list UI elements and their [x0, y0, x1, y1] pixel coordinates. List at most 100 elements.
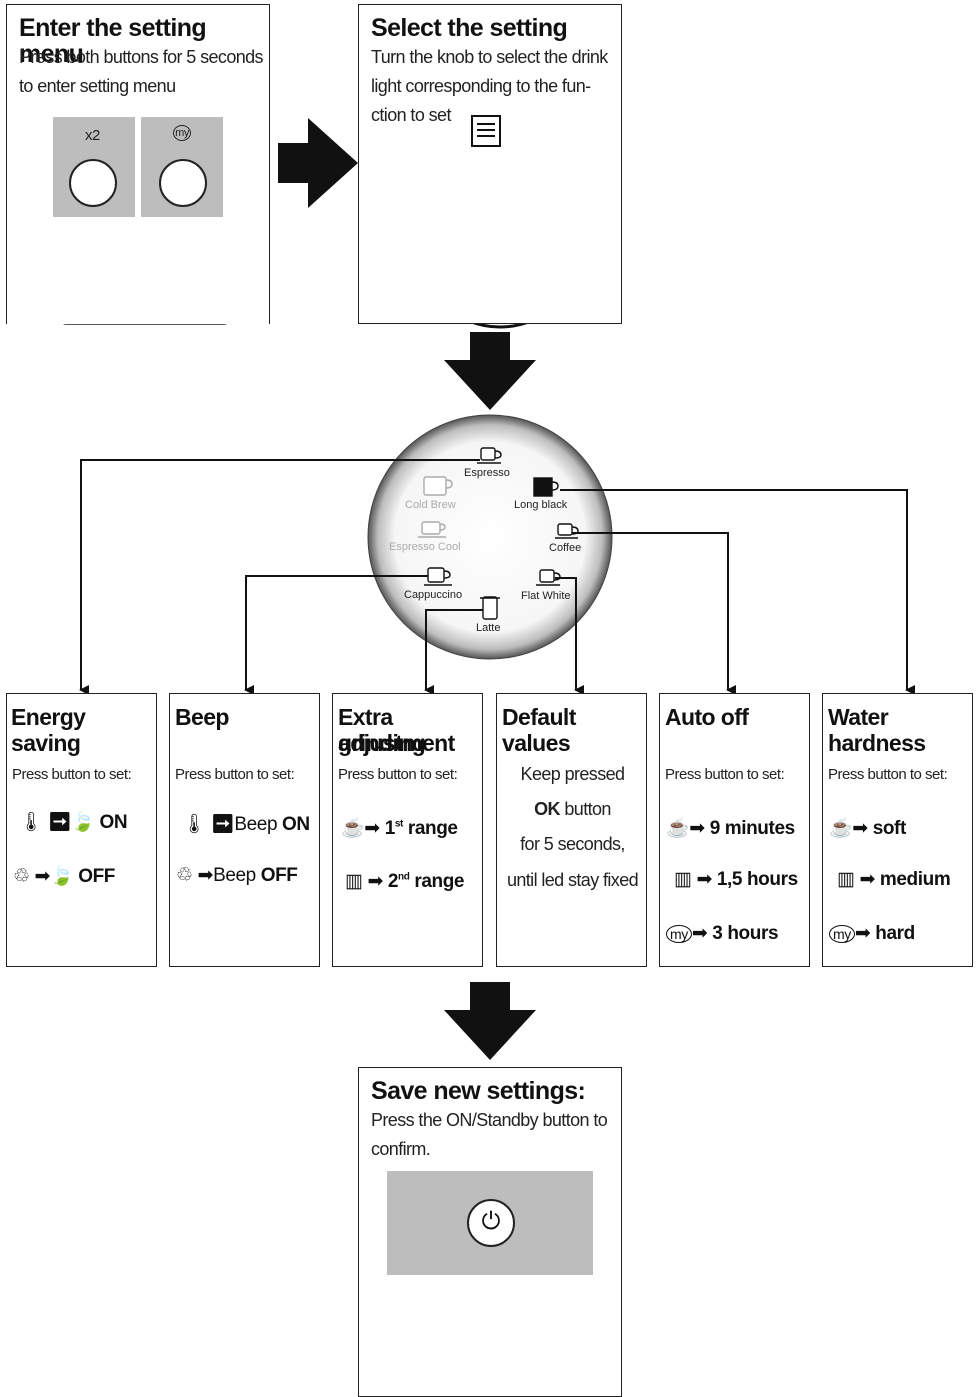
grind-icon: ▥ — [345, 871, 363, 892]
dial-cappuccino: Cappuccino — [404, 589, 463, 601]
button-left[interactable] — [69, 159, 117, 207]
defaults-l2: OK button — [534, 799, 611, 819]
energy-on-row: 🌡 ➡🍃 ON — [19, 810, 128, 834]
my-icon: my — [173, 125, 191, 141]
defaults-title: Default values — [502, 704, 576, 756]
autooff-v1: ☕➡ 9 minutes — [666, 818, 795, 839]
water-v2: ▥ ➡ medium — [837, 869, 951, 890]
leaf-dim-icon: 🍃 — [50, 866, 74, 887]
beep-off: OFF — [260, 865, 298, 886]
beep-off-row: ♲ ➡Beep OFF — [176, 865, 298, 886]
my-icon: my — [666, 925, 692, 943]
step-enter-menu: Enter the setting menu Press both button… — [6, 4, 270, 324]
energy-off: OFF — [78, 866, 116, 887]
autooff-v3: my➡ 3 hours — [666, 922, 779, 945]
beep-on: ON — [282, 814, 310, 835]
setting-auto-off: Auto off Press button to set: ☕➡ 9 minut… — [659, 693, 810, 967]
grind-icon: ▥ — [837, 869, 855, 890]
arrow-icon: ➡ — [854, 923, 871, 944]
arrow-icon: ➡ — [210, 814, 235, 835]
setting-default-values: Default values Keep pressed OK button fo… — [496, 693, 647, 967]
cup-icon: ☕ — [341, 818, 365, 839]
arrow-icon: ➡ — [696, 869, 712, 890]
save-line1: Press the ON/Standby button to — [371, 1110, 608, 1130]
arrow-down-1 — [444, 332, 536, 410]
my-icon: my — [829, 925, 855, 943]
arrow-icon: ➡ — [364, 818, 380, 839]
save-title: Save new settings: — [371, 1077, 586, 1105]
defaults-l3: for 5 seconds, — [520, 834, 625, 854]
grind-icon: ▥ — [674, 869, 692, 890]
setting-water-hardness: Water hardness Press button to set: ☕➡ s… — [822, 693, 973, 967]
dial-latte: Latte — [476, 622, 501, 634]
energy-off-row: ♲ ➡🍃 OFF — [13, 864, 115, 888]
step1-line1: Press both buttons for 5 seconds — [19, 47, 264, 67]
beep-on-row: 🌡 ➡Beep ON — [182, 814, 310, 835]
button-panel-right: my — [141, 117, 223, 217]
setting-energy-saving: Energy saving Press button to set: 🌡 ➡🍃 … — [6, 693, 157, 967]
cup-icon: ☕ — [829, 818, 853, 839]
thermometer-icon: 🌡 — [182, 814, 206, 835]
beep-press: Press button to set: — [175, 766, 295, 783]
defaults-l1: Keep pressed — [520, 764, 625, 784]
arrow-icon: ➡ — [689, 818, 705, 839]
arrow-right — [278, 118, 358, 208]
water-title: Water hardness — [828, 704, 926, 756]
descale-icon: ♲ — [13, 866, 30, 887]
thermometer-icon: 🌡 — [19, 812, 43, 833]
save-line2: confirm. — [371, 1139, 431, 1159]
step-save-settings: Save new settings: Press the ON/Standby … — [358, 1067, 622, 1397]
arrow-icon: ➡ — [367, 871, 383, 892]
setting-extra-grinding: Extra grinding adjustment Press button t… — [332, 693, 483, 967]
step1-line2: to enter setting menu — [19, 76, 176, 96]
step1-title: Enter the setting menu — [19, 14, 207, 68]
defaults-l4: until led stay fixed — [506, 870, 639, 890]
arrow-icon: ➡ — [197, 865, 214, 886]
dial-cold-brew: Cold Brew — [405, 499, 456, 511]
arrow-icon: ➡ — [859, 869, 875, 890]
arrow-icon: ➡ — [852, 818, 868, 839]
step2-line2: light corresponding to the fun- — [371, 76, 591, 96]
dial-espresso-cool: Espresso Cool — [389, 541, 461, 553]
dial-coffee: Coffee — [549, 542, 582, 554]
dial-long-black: Long black — [514, 499, 568, 511]
grinding-range2: ▥ ➡ 2nd range — [345, 871, 465, 892]
arrow-icon: ➡ — [34, 866, 51, 887]
leaf-icon: 🍃 — [71, 812, 95, 833]
step2-title: Select the setting — [371, 14, 568, 42]
energy-on: ON — [99, 812, 128, 833]
power-icon: ⏻ — [481, 1208, 501, 1235]
step2-line3: ction to set — [371, 105, 451, 125]
grinding-title-2: adjustment — [338, 730, 455, 756]
grinding-press: Press button to set: — [338, 766, 458, 783]
cup-icons — [424, 447, 579, 620]
setting-beep: Beep Press button to set: 🌡 ➡Beep ON ♲ ➡… — [169, 693, 320, 967]
dial-espresso: Espresso — [464, 467, 510, 479]
dial-flat-white: Flat White — [521, 590, 571, 602]
autooff-title: Auto off — [665, 704, 749, 730]
beep-title: Beep — [175, 704, 229, 730]
step2-line1: Turn the knob to select the drink — [371, 47, 608, 67]
grinding-title-1: Extra grinding — [338, 704, 426, 756]
autooff-v2: ▥ ➡ 1,5 hours — [674, 869, 798, 890]
connector-lines — [79, 459, 915, 695]
button-panel-left: x2 — [53, 117, 135, 217]
autooff-press: Press button to set: — [665, 766, 785, 783]
dim-cup-icons — [418, 476, 453, 538]
arrow-down-2 — [444, 982, 536, 1060]
water-v3: my➡ hard — [829, 922, 915, 945]
arrow-icon: ➡ — [47, 812, 72, 833]
power-button[interactable]: ⏻ — [467, 1199, 515, 1247]
energy-press: Press button to set: — [12, 766, 132, 783]
x2-label: x2 — [85, 127, 100, 144]
arrow-icon: ➡ — [691, 923, 708, 944]
selector-dial — [367, 414, 613, 660]
cup-icon: ☕ — [666, 818, 690, 839]
energy-title: Energy saving — [11, 704, 86, 756]
water-v1: ☕➡ soft — [829, 818, 906, 839]
power-panel: ⏻ — [387, 1171, 593, 1275]
water-press: Press button to set: — [828, 766, 948, 783]
button-my[interactable] — [159, 159, 207, 207]
grinding-range1: ☕➡ 1st range — [341, 818, 458, 839]
drink-light-icon — [471, 115, 501, 147]
